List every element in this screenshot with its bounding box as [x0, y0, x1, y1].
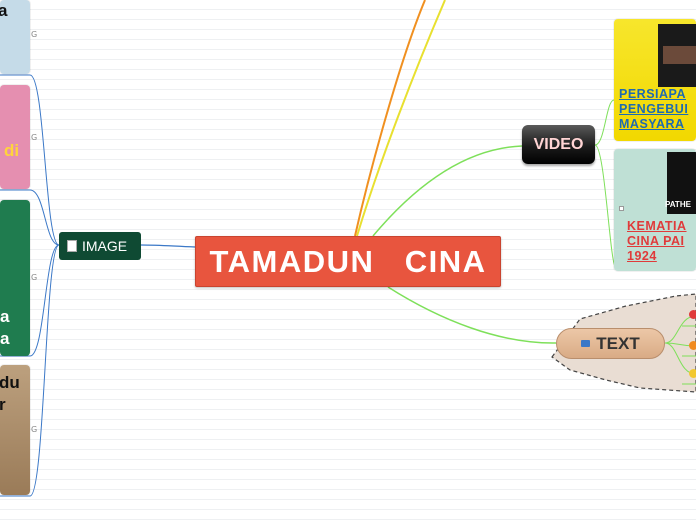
image-card-4[interactable]: du r	[0, 365, 30, 495]
connector-video-card1	[594, 99, 615, 146]
video-branch-node[interactable]: VIDEO	[522, 125, 595, 164]
image-card-4-text: du r	[0, 373, 20, 414]
video-thumbnail-1[interactable]	[658, 24, 696, 87]
video-card-1-link[interactable]: PERSIAPA PENGEBUI MASYARA	[619, 87, 689, 131]
image-branch-node[interactable]: IMAGE	[59, 232, 141, 260]
connector-root-image	[140, 244, 196, 248]
video-branch-label: VIDEO	[533, 135, 584, 153]
connector-root-video	[372, 145, 523, 237]
connector-root-text	[387, 286, 557, 344]
video-card-2[interactable]: PATHE KEMATIA CINA PAI 1924	[614, 149, 696, 271]
image-card-1[interactable]: a	[0, 0, 30, 74]
video-thumbnail-2[interactable]: PATHE	[665, 152, 696, 214]
video-thumbnail-1-detail	[663, 46, 696, 64]
video-card-2-link[interactable]: KEMATIA CINA PAI 1924	[627, 219, 687, 263]
connector-image-card2	[29, 189, 60, 246]
connector-image-card3	[29, 244, 60, 357]
connector-image-card1	[29, 74, 60, 246]
image-branch-label: IMAGE	[82, 238, 128, 254]
google-icon[interactable]: G	[31, 30, 38, 39]
connector-yellow	[356, 0, 446, 237]
red-marker-icon	[689, 310, 696, 319]
connector-image-card4	[29, 244, 60, 497]
image-card-1-text: a	[0, 1, 8, 20]
video-card-1[interactable]: PERSIAPA PENGEBUI MASYARA	[614, 19, 696, 141]
video-thumbnail-2-caption: PATHE	[665, 200, 691, 209]
google-icon[interactable]: G	[31, 425, 38, 434]
google-icon[interactable]: G	[31, 273, 38, 282]
image-card-3-text: a a	[0, 307, 10, 348]
connector-orange	[354, 0, 426, 237]
image-card-3[interactable]: a a	[0, 200, 30, 356]
yellow-marker-icon	[689, 369, 696, 378]
root-topic[interactable]: TAMADUN CINA	[195, 236, 501, 287]
orange-marker-icon	[689, 341, 696, 350]
bullet-icon	[619, 206, 624, 211]
google-icon[interactable]: G	[31, 133, 38, 142]
connector-video-card2	[594, 144, 617, 269]
note-icon	[67, 240, 77, 252]
text-branch-node[interactable]: TEXT	[556, 328, 665, 359]
image-card-2-text: di	[4, 141, 20, 160]
note-icon	[581, 340, 591, 347]
image-card-2[interactable]: di	[0, 85, 30, 189]
text-branch-label: TEXT	[596, 333, 640, 353]
